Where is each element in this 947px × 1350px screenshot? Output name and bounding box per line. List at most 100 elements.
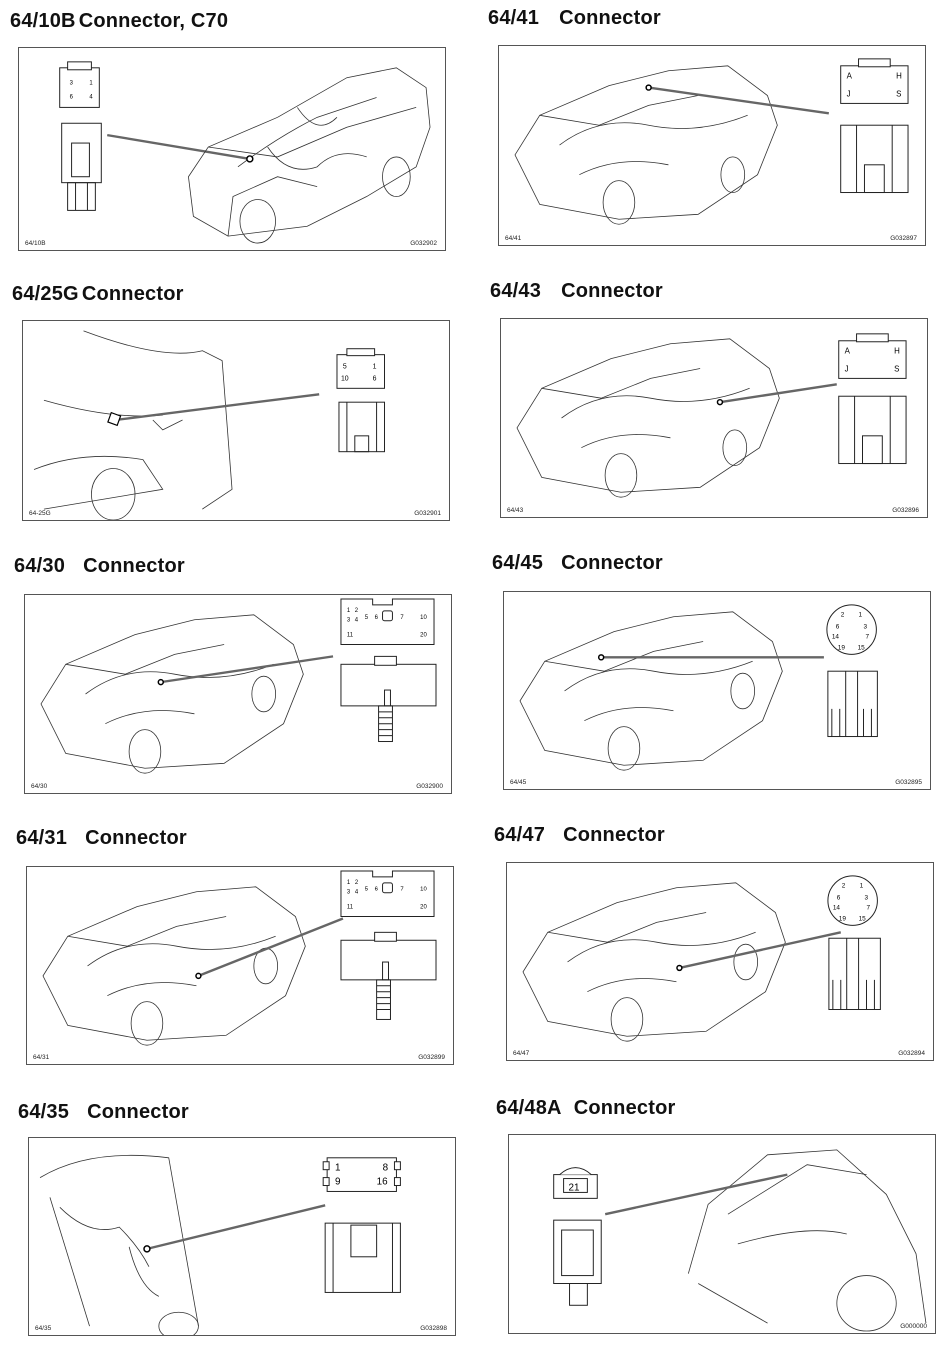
connector-location-diagram: 5 1 10 6 <box>33 330 386 520</box>
figure-code: 64/47 <box>494 824 546 846</box>
pin-label: 6 <box>70 95 74 101</box>
figure-title: Connector, C70 <box>78 10 229 32</box>
pin-label: 10 <box>420 615 427 621</box>
figure-label: 64/35 <box>35 1325 52 1332</box>
figure-code: 64/35 <box>18 1101 70 1123</box>
pin-label: 6 <box>375 887 379 893</box>
pin-label: 15 <box>858 644 866 651</box>
pin-label: 21 <box>569 1182 580 1193</box>
figure-heading-64-47: 64/47 Connector <box>494 824 665 847</box>
figure-title: Connector <box>561 552 663 574</box>
figure-code: 64/41 <box>488 7 540 29</box>
pin-label: 1 <box>860 883 864 890</box>
figure-title: Connector <box>85 827 187 849</box>
connector-location-diagram: 2 1 6 3 14 7 19 15 <box>522 875 881 1042</box>
figure-heading-64-45: 64/45 Connector <box>492 552 663 575</box>
figure-heading-64-48a: 64/48A Connector <box>496 1097 676 1120</box>
figure-code: 64/31 <box>16 827 68 849</box>
figure-heading-64-31: 64/31 Connector <box>16 827 187 850</box>
pin-label: 14 <box>832 634 840 641</box>
pin-label: 5 <box>365 887 369 893</box>
pin-label: 1 <box>335 1163 341 1174</box>
pin-label: 4 <box>355 890 359 896</box>
pin-label: 2 <box>841 612 845 619</box>
pin-label: 16 <box>377 1177 388 1188</box>
pin-label: J <box>845 364 849 373</box>
pin-label: 3 <box>347 618 351 624</box>
pin-label: 2 <box>842 883 846 890</box>
pin-label: S <box>896 89 901 98</box>
pin-label: 6 <box>375 615 379 621</box>
figure-label: 64/30 <box>31 783 48 790</box>
pin-label: A <box>847 72 853 81</box>
pin-label: 9 <box>335 1177 341 1188</box>
figure-label: 64/10B <box>25 240 46 247</box>
pin-label: 5 <box>343 364 347 371</box>
figure-label: 64/45 <box>510 779 527 786</box>
pin-label: 20 <box>420 633 427 639</box>
figure-title: Connector <box>561 280 663 302</box>
figure-id: G032894 <box>898 1050 925 1057</box>
figure-label: 64-25G <box>29 510 51 517</box>
pin-label: 6 <box>836 624 840 631</box>
figure-label: 64/47 <box>513 1050 530 1057</box>
figure-title: Connector <box>81 283 184 305</box>
figure-heading-64-43: 64/43 Connector <box>490 280 663 303</box>
figure-code: 64/48A <box>496 1097 562 1119</box>
figure-title: Connector <box>563 824 665 846</box>
figure-panel-64-30: 1 2 3 4 5 6 7 10 11 20 64/30 G032900 <box>24 594 452 794</box>
figure-id: G032898 <box>420 1325 447 1332</box>
connector-location-diagram: 2 1 6 3 14 7 19 15 <box>519 604 878 771</box>
pin-label: J <box>847 89 851 98</box>
figure-id: G032901 <box>414 510 441 517</box>
figure-panel-64-43: A H J S 64/43 G032896 <box>500 318 928 518</box>
figure-heading-64-30: 64/30 Connector <box>14 555 185 578</box>
figure-code: 64/45 <box>492 552 544 574</box>
figure-code: 64/25G <box>12 283 79 305</box>
pin-label: H <box>896 72 902 81</box>
connector-location-diagram: 1 8 9 16 <box>39 1154 401 1335</box>
pin-label: 1 <box>347 880 350 886</box>
pin-label: 4 <box>89 95 93 101</box>
connector-location-diagram: 21 <box>553 1149 927 1332</box>
pin-label: 7 <box>865 634 869 641</box>
pin-label: 10 <box>341 375 349 382</box>
pin-label: 8 <box>383 1163 389 1174</box>
connector-location-diagram: 3 1 6 4 <box>59 61 431 244</box>
figure-panel-64-48a: 21 G000000 <box>508 1134 936 1334</box>
pin-label: A <box>845 347 851 356</box>
figure-panel-64-41: A H J S 64/41 G032897 <box>498 45 926 246</box>
pin-label: 4 <box>355 618 359 624</box>
figure-label: 64/41 <box>505 235 522 242</box>
figure-title: Connector <box>573 1097 676 1119</box>
pin-label: 10 <box>420 887 427 893</box>
figure-code: 64/43 <box>490 280 542 302</box>
pin-label: 3 <box>864 624 868 631</box>
pin-label: 15 <box>859 915 867 922</box>
figure-panel-64-10b: 3 1 6 4 64/10B G032902 <box>18 47 446 251</box>
pin-label: 1 <box>859 612 863 619</box>
pin-label: 6 <box>373 375 377 382</box>
figure-code: 64/30 <box>14 555 66 577</box>
pin-label: 2 <box>355 880 358 886</box>
figure-id: G000000 <box>900 1323 927 1330</box>
connector-location-diagram: 1 2 3 4 5 6 7 10 11 20 <box>40 598 437 774</box>
figure-code: 64/10B <box>10 10 76 32</box>
pin-label: 2 <box>355 608 358 614</box>
connector-location-diagram: A H J S <box>514 58 909 225</box>
figure-panel-64-31: 1 2 3 4 5 6 7 10 11 20 64/31 G032899 <box>26 866 454 1065</box>
pin-label: 3 <box>347 890 351 896</box>
pin-label: H <box>894 347 900 356</box>
pin-label: 1 <box>347 608 351 614</box>
pin-label: 7 <box>400 615 403 621</box>
connector-location-diagram: 1 2 3 4 5 6 7 10 11 20 <box>42 870 437 1046</box>
figure-title: Connector <box>83 555 185 577</box>
pin-label: 11 <box>347 905 353 911</box>
figure-label: 64/43 <box>507 507 524 514</box>
pin-label: 20 <box>420 905 427 911</box>
figure-panel-64-47: 2 1 6 3 14 7 19 15 64/47 G032894 <box>506 862 934 1061</box>
pin-label: 7 <box>867 905 871 912</box>
